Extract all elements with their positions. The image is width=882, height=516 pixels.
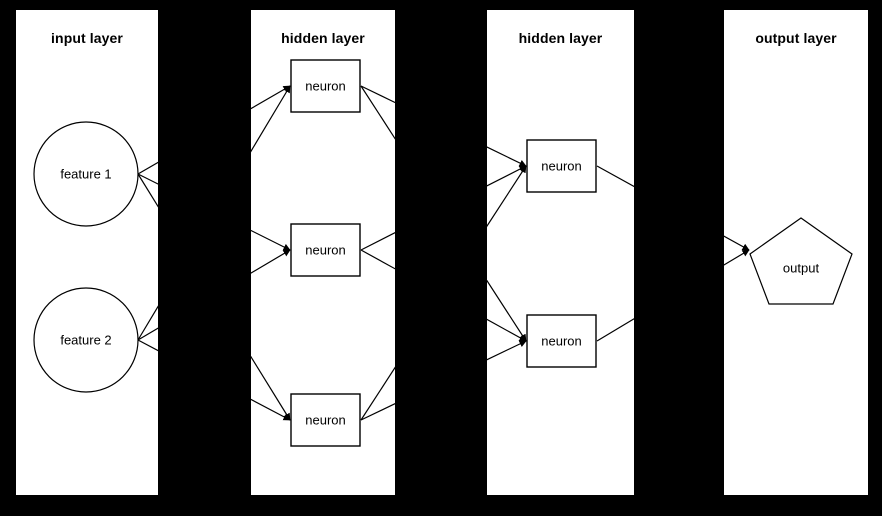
node-h2-neuron-1[interactable]: [526, 139, 597, 193]
edge-h1n2-h2n2-in: [487, 318, 527, 342]
edge-h1n1-h2n1: [360, 85, 395, 104]
node-label-feature-1: feature 1: [60, 167, 111, 182]
panel-hidden-layer-2: hidden layer: [487, 10, 634, 495]
edge-h1n2-h2n1-in: [487, 165, 527, 187]
panel-title-hidden-layer-1: hidden layer: [281, 30, 365, 46]
edge-h1n3-h2n2-in: [487, 340, 527, 361]
panel-title-output-layer: output layer: [755, 30, 837, 46]
edge-feature2-h1n3-in: [251, 398, 291, 421]
edge-group-output-in: [724, 235, 750, 266]
node-group-input: feature 1 feature 2: [33, 121, 139, 393]
node-group-hidden-1: neuron neuron neuron: [290, 59, 361, 447]
edge-h1n3-h2n2: [360, 403, 395, 421]
edge-feature2-h1n1-in: [251, 85, 291, 153]
edge-h1n2-h2n2: [360, 249, 395, 270]
panel-input-layer: input layer: [16, 10, 158, 495]
node-h1-neuron-3[interactable]: [290, 393, 361, 447]
node-feature-2[interactable]: [33, 287, 139, 393]
node-h2-neuron-2[interactable]: [526, 314, 597, 368]
node-label-h1-neuron-1: neuron: [305, 79, 345, 94]
edge-h1n2-h2n1: [360, 232, 395, 251]
edge-h2n2-output: [596, 318, 634, 342]
edge-h1n3-h2n1-in: [487, 165, 527, 228]
panel-title-hidden-layer-2: hidden layer: [518, 30, 603, 46]
node-label-h1-neuron-2: neuron: [305, 243, 345, 258]
panel-title-input-layer: input layer: [51, 30, 123, 46]
edge-group-hidden2-out: [596, 165, 634, 342]
edge-feature2-h1n2-in: [251, 249, 291, 274]
node-group-hidden-2: neuron neuron: [526, 139, 597, 368]
edge-group-hidden1-in: [251, 85, 291, 421]
edge-h1n1-h2n2: [360, 85, 395, 140]
edge-feature1-h1n1-in: [251, 85, 291, 110]
edge-h1n3-h2n1: [360, 366, 395, 421]
node-h1-neuron-2[interactable]: [290, 223, 361, 277]
node-label-h1-neuron-3: neuron: [305, 413, 345, 428]
edge-h1n1-h2n1-in: [487, 146, 527, 167]
node-feature-1[interactable]: [33, 121, 139, 227]
edge-feature1-h1n2-in: [251, 229, 291, 251]
node-label-feature-2: feature 2: [60, 333, 111, 348]
node-group-output: output: [749, 217, 853, 305]
node-output[interactable]: [749, 217, 853, 305]
edge-feature1-h1n3-in: [251, 355, 291, 421]
edge-group-hidden2-in: [487, 146, 527, 361]
node-label-h2-neuron-2: neuron: [541, 334, 581, 349]
node-h1-neuron-1[interactable]: [290, 59, 361, 113]
edge-h2n1-output: [596, 165, 634, 188]
edge-group-hidden1-out: [360, 85, 395, 421]
edge-h1n1-h2n2-in: [487, 279, 527, 342]
node-label-output: output: [783, 261, 820, 276]
node-label-h2-neuron-1: neuron: [541, 159, 581, 174]
edge-group-input-out: [137, 161, 158, 352]
